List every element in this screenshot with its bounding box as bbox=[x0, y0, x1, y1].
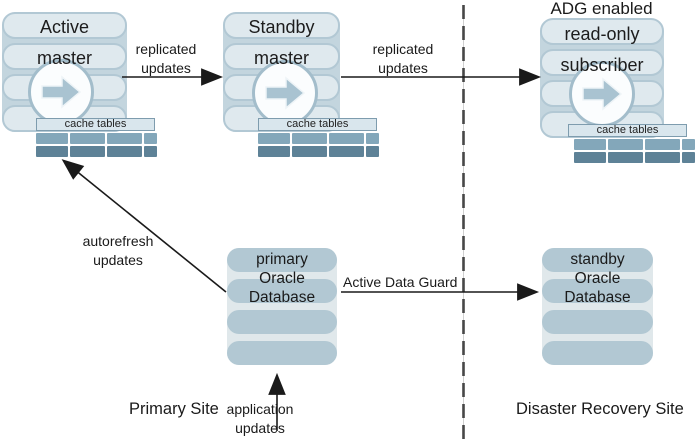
db-title-line: Standby bbox=[248, 17, 315, 37]
cache-table-cell bbox=[258, 146, 290, 157]
cache-table-cell bbox=[574, 152, 606, 163]
cache-table-cell bbox=[608, 139, 643, 150]
cache-table-cell bbox=[36, 146, 68, 157]
cache-table-row bbox=[258, 133, 379, 144]
cache-table-cell bbox=[366, 146, 379, 157]
cache-table-cell bbox=[144, 146, 157, 157]
oracle-db-title: primary Oracle Database bbox=[227, 250, 337, 307]
disaster-recovery-site-label: Disaster Recovery Site bbox=[516, 400, 684, 418]
disk-segment bbox=[227, 310, 337, 334]
disk-segment bbox=[2, 12, 127, 39]
db-title: read-only subscriber bbox=[540, 19, 664, 81]
disk-segment bbox=[227, 248, 337, 272]
cache-tables-grid bbox=[36, 133, 157, 157]
oracle-db-title-line: Oracle bbox=[574, 270, 621, 287]
cache-table-cell bbox=[36, 133, 68, 144]
primary-oracle-db: primary Oracle Database bbox=[227, 248, 337, 366]
cache-tables-grid bbox=[574, 139, 695, 163]
cache-table-cell bbox=[329, 146, 364, 157]
disk-segment bbox=[540, 18, 664, 45]
active-master-db: Active master cache tables bbox=[2, 12, 172, 162]
oracle-db-title-line: Database bbox=[564, 289, 631, 306]
disk-segment bbox=[542, 248, 653, 272]
replicated-updates-label-2: replicated updates bbox=[372, 41, 434, 76]
db-title: Standby master bbox=[223, 12, 340, 74]
disk-segment bbox=[542, 341, 653, 365]
replicated-updates-label-1: replicated updates bbox=[135, 41, 197, 76]
db-title-line: subscriber bbox=[560, 55, 644, 75]
cache-table-cell bbox=[645, 152, 680, 163]
db-title: Active master bbox=[2, 12, 127, 74]
adg-enabled-heading: ADG enabled bbox=[550, 0, 653, 18]
cache-table-cell bbox=[258, 133, 290, 144]
cache-table-cell bbox=[366, 133, 379, 144]
cache-tables-header: cache tables bbox=[568, 124, 687, 137]
cache-table-row bbox=[36, 133, 157, 144]
cache-tables-label: cache tables bbox=[596, 124, 659, 136]
autorefresh-updates-arrow bbox=[61, 159, 227, 293]
cache-tables-label: cache tables bbox=[64, 118, 127, 130]
cache-table-cell bbox=[292, 133, 327, 144]
cache-table-cell bbox=[574, 139, 606, 150]
disk-segment bbox=[542, 279, 653, 303]
cache-table-row bbox=[574, 152, 695, 163]
cache-table-cell bbox=[608, 152, 643, 163]
application-updates-label: application updates bbox=[226, 401, 294, 436]
cache-table-row bbox=[258, 146, 379, 157]
cache-table-cell bbox=[107, 133, 142, 144]
cache-table-cell bbox=[682, 139, 695, 150]
adg-subscriber-db: ADG enabled read-only subscriber cache t… bbox=[538, 0, 695, 170]
oracle-db-title-line: Database bbox=[248, 289, 316, 306]
db-title-line: Active bbox=[39, 17, 90, 37]
disk-segment bbox=[223, 12, 340, 39]
cache-tables-label: cache tables bbox=[286, 118, 349, 130]
oracle-disk-stack bbox=[542, 248, 653, 365]
oracle-db-title: standby Oracle Database bbox=[542, 250, 653, 307]
db-title-line: master bbox=[253, 48, 309, 68]
replication-arrow-icon bbox=[28, 59, 94, 125]
cache-tables-header: cache tables bbox=[258, 118, 377, 131]
cache-tables-grid bbox=[258, 133, 379, 157]
standby-oracle-db: standby Oracle Database bbox=[542, 248, 653, 366]
oracle-disk-stack bbox=[227, 248, 337, 365]
disk-segment bbox=[542, 310, 653, 334]
primary-site-label: Primary Site bbox=[129, 400, 219, 418]
active-data-guard-label: Active Data Guard bbox=[343, 274, 458, 290]
cache-table-row bbox=[36, 146, 157, 157]
oracle-db-title-line: standby bbox=[570, 251, 625, 268]
replication-arrow-icon bbox=[569, 61, 635, 127]
cache-tables-header: cache tables bbox=[36, 118, 155, 131]
disk-segment bbox=[227, 341, 337, 365]
cache-table-cell bbox=[682, 152, 695, 163]
standby-master-db: Standby master cache tables bbox=[223, 12, 393, 162]
cache-table-cell bbox=[292, 146, 327, 157]
oracle-db-title-line: Oracle bbox=[259, 270, 305, 287]
cache-table-cell bbox=[70, 146, 105, 157]
oracle-db-title-line: primary bbox=[256, 251, 308, 268]
db-title-line: master bbox=[36, 48, 92, 68]
db-title-line: read-only bbox=[564, 24, 640, 44]
replication-arrow-icon bbox=[252, 60, 318, 126]
cache-table-cell bbox=[107, 146, 142, 157]
cache-table-cell bbox=[70, 133, 105, 144]
cache-table-row bbox=[574, 139, 695, 150]
cache-table-cell bbox=[329, 133, 364, 144]
disk-segment bbox=[227, 279, 337, 303]
cache-table-cell bbox=[645, 139, 680, 150]
cache-table-cell bbox=[144, 133, 157, 144]
autorefresh-updates-label: autorefresh updates bbox=[82, 233, 154, 268]
